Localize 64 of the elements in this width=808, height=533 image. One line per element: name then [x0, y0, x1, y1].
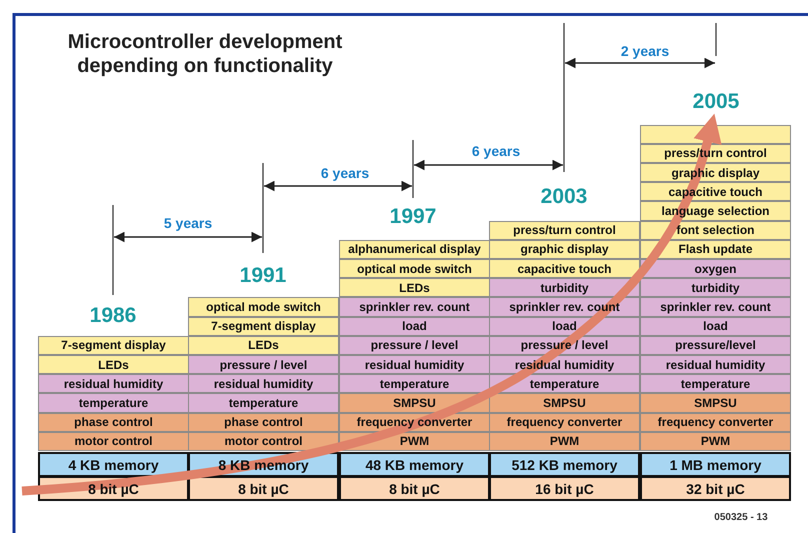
- sensor-cell: residual humidity: [339, 355, 490, 374]
- feature-cell: optical mode switch: [339, 259, 490, 278]
- year-label: 1991: [240, 264, 286, 288]
- power-cell: SMPSU: [640, 393, 791, 413]
- sensor-cell: pressure/level: [640, 336, 791, 355]
- memory-cell: 1 MB memory: [640, 452, 791, 477]
- sensor-cell: temperature: [38, 393, 189, 413]
- feature-cell: LEDs: [339, 278, 490, 298]
- sensor-cell: pressure / level: [339, 336, 490, 355]
- power-cell: motor control: [38, 432, 189, 451]
- duration-label: 5 years: [164, 215, 212, 231]
- feature-cell: press/turn control: [640, 144, 791, 163]
- power-cell: PWM: [640, 432, 791, 451]
- sensor-cell: temperature: [640, 374, 791, 394]
- processor-cell: 16 bit µC: [489, 476, 640, 501]
- year-label: 2005: [692, 90, 740, 114]
- feature-cell: graphic display: [489, 240, 640, 259]
- feature-cell: LEDs: [38, 355, 189, 374]
- sensor-cell: sprinkler rev. count: [640, 297, 791, 317]
- power-cell: SMPSU: [489, 393, 640, 413]
- sensor-cell: sprinkler rev. count: [339, 297, 490, 317]
- duration-label: 6 years: [320, 165, 370, 181]
- sensor-cell: temperature: [188, 393, 339, 413]
- feature-cell: capacitive touch: [640, 182, 791, 202]
- processor-cell: 32 bit µC: [640, 476, 791, 501]
- feature-cell: capacitive touch: [489, 259, 640, 278]
- feature-cell: press/turn control: [489, 220, 640, 240]
- sensor-cell: load: [640, 316, 791, 336]
- sensor-cell: turbidity: [489, 278, 640, 298]
- power-cell: phase control: [188, 412, 339, 432]
- memory-cell: 512 KB memory: [489, 452, 640, 477]
- sensor-cell: residual humidity: [640, 355, 791, 374]
- power-cell: PWM: [489, 432, 640, 451]
- memory-cell: 48 KB memory: [339, 452, 490, 477]
- feature-cell: language selection: [640, 201, 791, 221]
- feature-cell: alphanumerical display: [339, 240, 490, 259]
- sensor-cell: oxygen: [640, 259, 791, 278]
- feature-cell: LEDs: [188, 336, 339, 355]
- processor-cell: 8 bit µC: [339, 476, 490, 501]
- sensor-cell: turbidity: [640, 278, 791, 298]
- feature-cell: optical mode switch: [188, 297, 339, 317]
- memory-cell: 4 KB memory: [38, 452, 189, 477]
- feature-cell: 7-segment display: [188, 316, 339, 336]
- sensor-cell: temperature: [339, 374, 490, 394]
- title: Microcontroller development depending on functionality: [66, 30, 344, 78]
- figure-number: 050325 - 13: [714, 512, 768, 523]
- duration-label: 6 years: [472, 143, 520, 159]
- sensor-cell: sprinkler rev. count: [489, 297, 640, 317]
- power-cell: phase control: [38, 412, 189, 432]
- sensor-cell: load: [339, 316, 490, 336]
- power-cell: frequency converter: [640, 412, 791, 432]
- power-cell: motor control: [188, 432, 339, 451]
- year-label: 1986: [90, 304, 136, 328]
- sensor-cell: residual humidity: [188, 374, 339, 394]
- sensor-cell: pressure / level: [188, 355, 339, 374]
- processor-cell: 8 bit µC: [188, 476, 339, 501]
- duration-label: 2 years: [620, 43, 670, 59]
- sensor-cell: residual humidity: [489, 355, 640, 374]
- power-cell: frequency converter: [489, 412, 640, 432]
- feature-cell: graphic display: [640, 163, 791, 182]
- feature-cell: 7-segment display: [38, 336, 189, 355]
- sensor-cell: residual humidity: [38, 374, 189, 394]
- year-label: 1997: [390, 205, 436, 229]
- year-label: 2003: [540, 185, 588, 209]
